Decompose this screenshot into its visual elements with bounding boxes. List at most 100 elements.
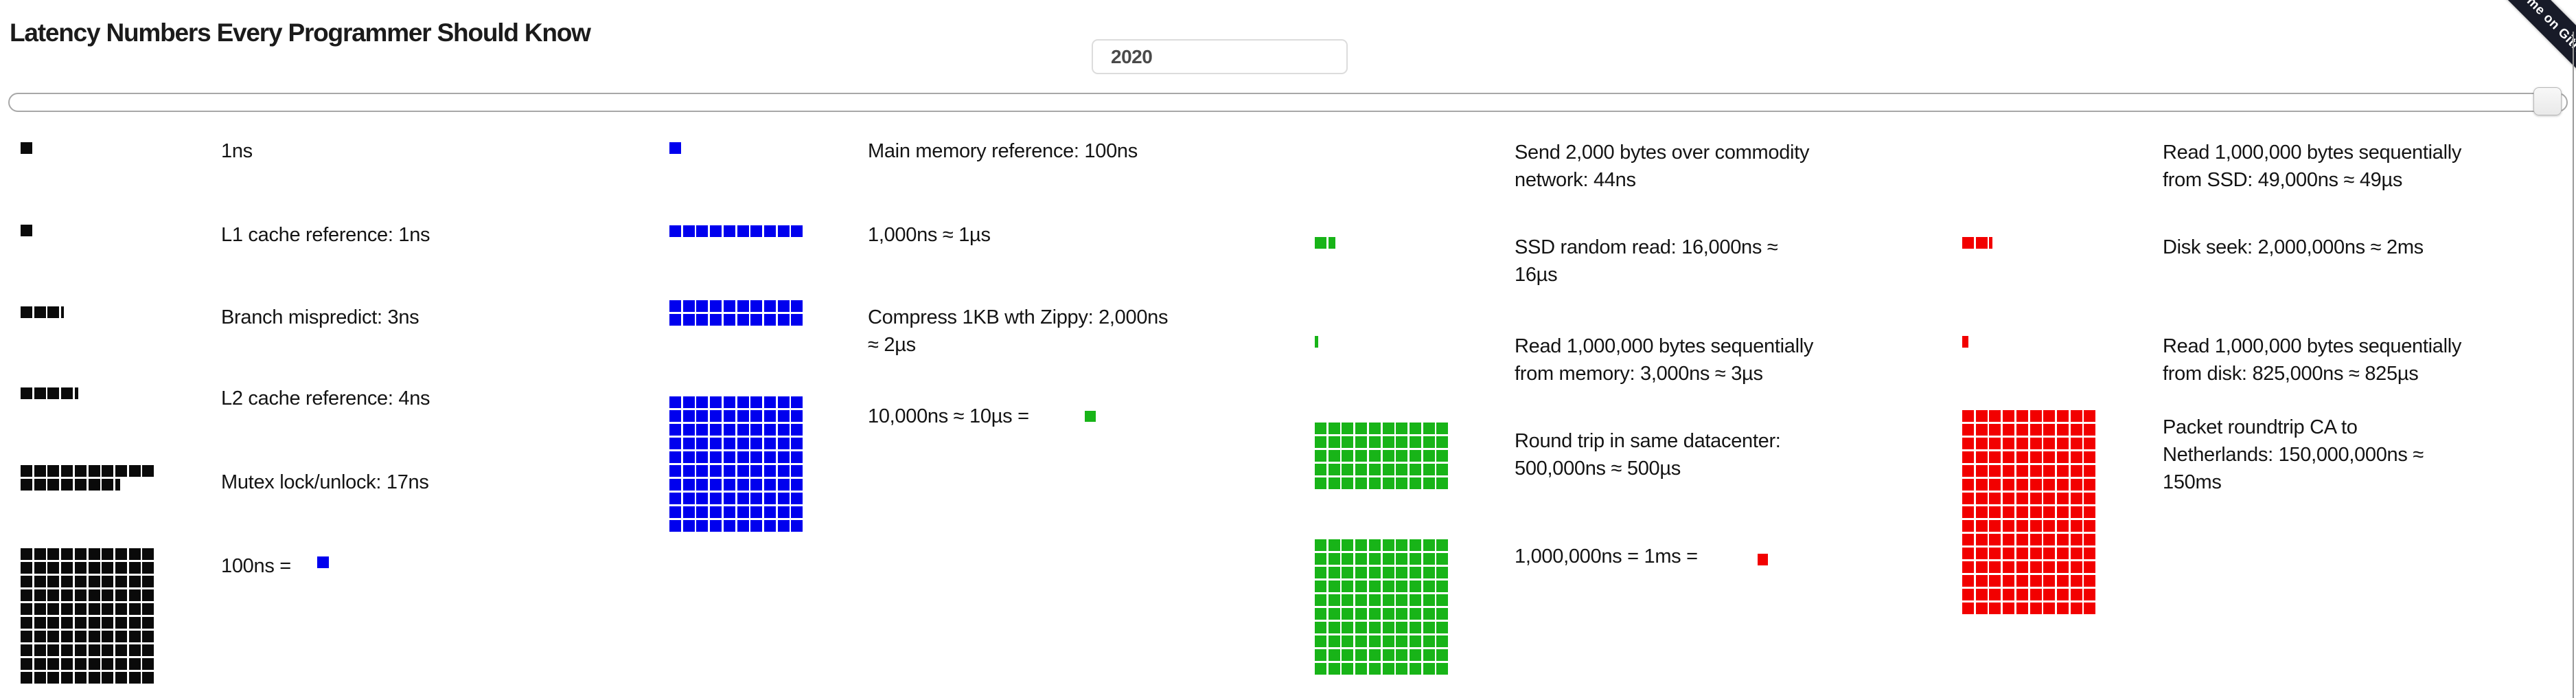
unit-square <box>115 562 127 574</box>
unit-square <box>1382 553 1394 565</box>
unit-square <box>1962 465 1974 477</box>
unit-square <box>2070 424 2082 436</box>
unit-square <box>88 589 100 601</box>
unit-square <box>1975 589 1988 600</box>
unit-square <box>1342 622 1354 633</box>
unit-square <box>2016 603 2028 614</box>
unit-square <box>34 631 46 642</box>
unit-square <box>1315 553 1326 565</box>
unit-square <box>2084 410 2096 422</box>
unit-square <box>1315 567 1326 578</box>
unit-square <box>777 314 790 326</box>
unit-square <box>102 603 114 615</box>
year-slider-handle[interactable] <box>2533 87 2562 115</box>
unit-square <box>750 424 763 436</box>
unit-square <box>102 465 114 477</box>
unit-square <box>723 506 735 518</box>
unit-square <box>1962 589 1974 600</box>
unit-square <box>1989 603 2001 614</box>
unit-square <box>115 658 127 670</box>
year-input[interactable]: 2020 <box>1092 39 1348 74</box>
unit-square <box>2084 479 2096 491</box>
unit-square <box>34 387 46 399</box>
unit-square <box>102 548 114 560</box>
unit-square <box>21 617 32 629</box>
unit-square <box>1328 539 1340 551</box>
year-slider-track[interactable] <box>8 93 2568 112</box>
unit-square <box>1962 479 1974 491</box>
unit-square <box>61 644 73 656</box>
unit-square <box>21 562 32 574</box>
unit-square <box>1409 539 1421 551</box>
unit-square <box>1975 410 1988 422</box>
unit-square <box>723 396 735 408</box>
unit-square <box>142 644 154 656</box>
unit-square <box>142 465 154 477</box>
partial-unit-square <box>1315 336 1318 348</box>
latency-row-label: Branch mispredict: 3ns <box>221 306 419 328</box>
unit-square <box>2056 603 2069 614</box>
unit-square <box>142 672 154 684</box>
unit-square <box>737 465 749 477</box>
unit-square <box>682 506 695 518</box>
unit-square <box>1342 436 1354 448</box>
unit-square <box>1396 423 1408 434</box>
unit-square <box>682 396 695 408</box>
unit-square <box>1355 663 1368 675</box>
unit-square <box>1368 553 1381 565</box>
unit-square <box>2084 451 2096 463</box>
latency-row-label: Mutex lock/unlock: 17ns <box>221 471 429 493</box>
unit-square <box>21 479 32 491</box>
unit-square <box>1315 635 1326 647</box>
unit-square <box>750 479 763 491</box>
unit-square <box>1423 436 1435 448</box>
unit-square <box>2043 479 2056 491</box>
unit-square <box>1368 567 1381 578</box>
unit-square <box>1315 663 1326 675</box>
legend-unit-square <box>317 556 329 568</box>
unit-square <box>1355 649 1368 661</box>
unit-square <box>669 493 681 504</box>
unit-square <box>21 603 32 615</box>
unit-square <box>1423 477 1435 489</box>
unit-square <box>2056 424 2069 436</box>
unit-square <box>1396 477 1408 489</box>
unit-square <box>2016 451 2028 463</box>
unit-square <box>128 672 141 684</box>
unit-square <box>777 520 790 532</box>
unit-square <box>682 465 695 477</box>
unit-square <box>777 479 790 491</box>
unit-square <box>1975 603 1988 614</box>
unit-square <box>1962 506 1974 518</box>
unit-square <box>1328 581 1340 592</box>
unit-square <box>1368 539 1381 551</box>
unit-square <box>763 225 776 237</box>
unit-square <box>777 438 790 449</box>
unit-square <box>2003 493 2015 504</box>
unit-square <box>2056 438 2069 449</box>
unit-square <box>1962 548 1974 559</box>
unit-square <box>115 617 127 629</box>
unit-square <box>2043 589 2056 600</box>
unit-square <box>128 576 141 587</box>
unit-square <box>2016 589 2028 600</box>
unit-square <box>1315 594 1326 606</box>
unit-square <box>2084 589 2096 600</box>
unit-square <box>1436 423 1449 434</box>
unit-square <box>710 479 722 491</box>
unit-square <box>1368 436 1381 448</box>
unit-square <box>128 589 141 601</box>
unit-square <box>2056 410 2069 422</box>
unit-square <box>682 424 695 436</box>
unit-square <box>61 658 73 670</box>
unit-square <box>2003 589 2015 600</box>
unit-square <box>1975 451 1988 463</box>
unit-square <box>1989 479 2001 491</box>
unit-square <box>1382 608 1394 620</box>
unit-square <box>34 306 46 318</box>
github-ribbon-link[interactable]: Fork me on GitHub <box>2474 0 2576 94</box>
unit-square <box>34 576 46 587</box>
unit-square <box>1328 622 1340 633</box>
unit-square <box>1409 464 1421 475</box>
unit-square <box>723 300 735 312</box>
